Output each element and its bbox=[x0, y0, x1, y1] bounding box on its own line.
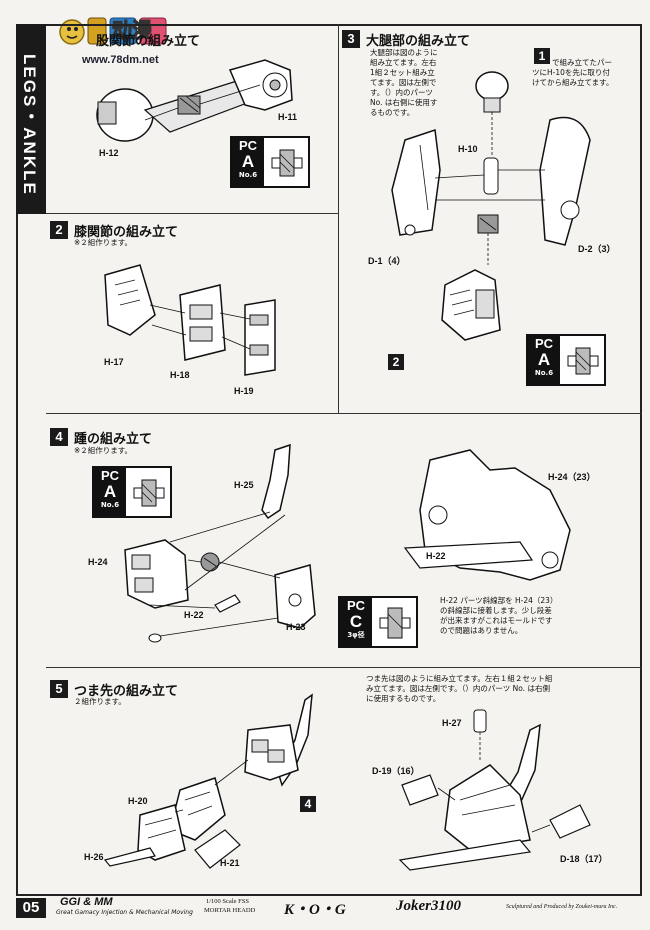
pc-part-icon bbox=[271, 149, 303, 177]
footer-brand-sub: Great Gamacy Injection & Mechanical Movi… bbox=[56, 909, 193, 916]
part-label-h19: H-19 bbox=[234, 386, 254, 396]
part-label-h10: H-10 bbox=[458, 144, 478, 154]
side-label-bar: LEGS・ANKLE bbox=[16, 24, 46, 214]
part-label-h23: H-23 bbox=[286, 622, 306, 632]
step3-diagram bbox=[380, 60, 620, 350]
pc-part-icon bbox=[133, 479, 165, 507]
footer-scale-sub: MORTAR HEADD bbox=[204, 907, 256, 914]
part-label-d2: D-2（3） bbox=[578, 244, 616, 254]
pc-part-icon bbox=[567, 347, 599, 375]
step4-detail-note: H-22 パーツ斜線部を H-24（23）の斜線部に接着します。少し段差が出来ま… bbox=[440, 596, 558, 635]
part-label-d1: D-1（4） bbox=[368, 256, 406, 266]
callout-1: 1 bbox=[534, 48, 550, 64]
part-label-h22-detail: H-22 bbox=[426, 551, 446, 561]
part-label-h24: H-24 bbox=[88, 557, 108, 567]
step4-diagram bbox=[110, 440, 340, 650]
pc-part-c-icon bbox=[379, 607, 411, 639]
step1-diagram bbox=[60, 40, 330, 170]
divider-row-2 bbox=[46, 413, 642, 414]
part-label-h18: H-18 bbox=[170, 370, 190, 380]
footer-brand: GGI & MM bbox=[60, 896, 113, 908]
divider-col bbox=[338, 24, 339, 414]
step1-title: 股関節の組み立て bbox=[96, 34, 201, 49]
part-label-h20: H-20 bbox=[128, 796, 148, 806]
footer-credit: Sculptured and Produced by Zoukei-mura I… bbox=[506, 904, 618, 910]
divider-row-3 bbox=[46, 667, 642, 668]
page-number: 05 bbox=[16, 898, 46, 918]
step2-note: ※２組作ります。 bbox=[74, 238, 133, 247]
step2-number: 2 bbox=[50, 221, 68, 239]
step2-title: 膝関節の組み立て bbox=[74, 225, 179, 240]
part-label-d19: D-19（16） bbox=[372, 766, 420, 776]
page-frame bbox=[16, 24, 642, 896]
page-footer: 05 GGI & MM Great Gamacy Injection & Mec… bbox=[16, 896, 642, 920]
step3-number: 3 bbox=[342, 30, 360, 48]
step2-diagram bbox=[90, 255, 330, 385]
part-label-d18: D-18（17） bbox=[560, 854, 608, 864]
part-label-h27: H-27 bbox=[442, 718, 462, 728]
divider-1-2 bbox=[46, 213, 338, 214]
step4-title: 踵の組み立て bbox=[74, 432, 153, 447]
step5-number: 5 bbox=[50, 680, 68, 698]
part-label-h26: H-26 bbox=[84, 852, 104, 862]
step5-note: ２組作ります。 bbox=[74, 697, 126, 706]
step5-diagram bbox=[100, 690, 340, 890]
callout-4: 4 bbox=[300, 796, 316, 812]
site-url: www.78dm.net bbox=[82, 54, 159, 66]
step3-title: 大腿部の組み立て bbox=[366, 34, 471, 49]
callout-1-note: で組み立てたパーツにH-10を先に取り付けてから組み立てます。 bbox=[532, 58, 614, 87]
part-label-h12: H-12 bbox=[99, 148, 119, 158]
side-label: LEGS・ANKLE bbox=[20, 54, 39, 196]
part-label-h22: H-22 bbox=[184, 610, 204, 620]
footer-scale: 1/100 Scale FSS bbox=[206, 898, 249, 905]
part-label-h25: H-25 bbox=[234, 480, 254, 490]
part-label-h11: H-11 bbox=[278, 112, 298, 122]
step5-detail-diagram bbox=[390, 700, 630, 890]
step5-title: つま先の組み立て bbox=[74, 684, 179, 699]
part-label-h21: H-21 bbox=[220, 858, 240, 868]
logo-text: 动漫 bbox=[112, 18, 153, 43]
part-label-h17: H-17 bbox=[104, 357, 124, 367]
step4-note: ※２組作ります。 bbox=[74, 446, 133, 455]
footer-kog: K・O・G bbox=[284, 902, 346, 918]
step4-detail-diagram bbox=[400, 440, 600, 590]
part-label-h24-23: H-24（23） bbox=[548, 472, 596, 482]
callout-2: 2 bbox=[388, 354, 404, 370]
step5-detail-note: つま先は図のように組み立てます。左右１組２セット組み立てます。図は左側です。（）… bbox=[366, 674, 553, 703]
footer-model: Joker3100 bbox=[396, 898, 461, 914]
step4-number: 4 bbox=[50, 428, 68, 446]
